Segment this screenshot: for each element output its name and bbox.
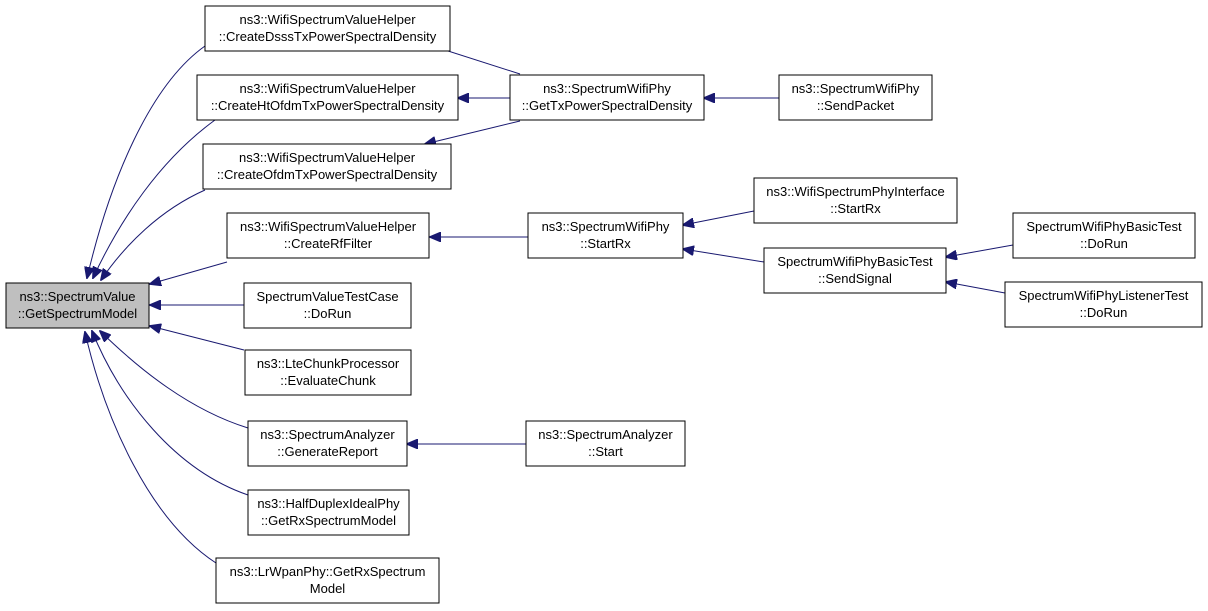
node-hdip-getrx-line1: ns3::HalfDuplexIdealPhy — [257, 496, 400, 511]
node-listener-dorun-line2: ::DoRun — [1080, 305, 1128, 320]
node-create-dsss[interactable]: ns3::WifiSpectrumValueHelper ::CreateDss… — [204, 5, 451, 52]
node-sa-generate[interactable]: ns3::SpectrumAnalyzer ::GenerateReport — [247, 420, 408, 467]
node-basic-dorun[interactable]: SpectrumWifiPhyBasicTest ::DoRun — [1012, 212, 1196, 259]
node-svtc-dorun[interactable]: SpectrumValueTestCase ::DoRun — [243, 282, 412, 329]
node-create-htofdm-line1: ns3::WifiSpectrumValueHelper — [239, 81, 416, 96]
node-lte-evaluate-line2: ::EvaluateChunk — [280, 373, 376, 388]
node-listener-dorun[interactable]: SpectrumWifiPhyListenerTest ::DoRun — [1004, 281, 1203, 328]
node-swp-gettxpsd-line1: ns3::SpectrumWifiPhy — [543, 81, 671, 96]
node-swp-sendpacket-line1: ns3::SpectrumWifiPhy — [792, 81, 920, 96]
node-create-htofdm-line2: ::CreateHtOfdmTxPowerSpectralDensity — [211, 98, 445, 113]
node-create-ofdm[interactable]: ns3::WifiSpectrumValueHelper ::CreateOfd… — [202, 143, 452, 190]
node-sa-start-line2: ::Start — [588, 444, 623, 459]
node-swp-sendpacket[interactable]: ns3::SpectrumWifiPhy ::SendPacket — [778, 74, 933, 121]
node-root[interactable]: ns3::SpectrumValue ::GetSpectrumModel — [5, 282, 150, 329]
node-sa-generate-line2: ::GenerateReport — [277, 444, 378, 459]
edge-ofdm-to-root — [101, 189, 206, 280]
edge-rffilter-to-root — [150, 261, 228, 284]
node-basic-sendsignal-line2: ::SendSignal — [818, 271, 892, 286]
edges — [85, 42, 1014, 564]
node-create-rffilter[interactable]: ns3::WifiSpectrumValueHelper ::CreateRfF… — [226, 212, 430, 259]
node-lrwpan-getrx-line2: Model — [310, 581, 346, 596]
edge-dsss-to-root — [87, 45, 206, 278]
node-create-rffilter-line2: ::CreateRfFilter — [284, 236, 373, 251]
node-sa-start-line1: ns3::SpectrumAnalyzer — [538, 427, 673, 442]
node-create-ofdm-line2: ::CreateOfdmTxPowerSpectralDensity — [217, 167, 438, 182]
node-svtc-dorun-line2: ::DoRun — [304, 306, 352, 321]
node-listener-dorun-line1: SpectrumWifiPhyListenerTest — [1019, 288, 1189, 303]
node-create-ofdm-line1: ns3::WifiSpectrumValueHelper — [239, 150, 416, 165]
node-basic-dorun-line1: SpectrumWifiPhyBasicTest — [1026, 219, 1182, 234]
node-basic-dorun-line2: ::DoRun — [1080, 236, 1128, 251]
node-sa-generate-line1: ns3::SpectrumAnalyzer — [260, 427, 395, 442]
node-sa-start[interactable]: ns3::SpectrumAnalyzer ::Start — [525, 420, 686, 467]
node-swp-gettxpsd[interactable]: ns3::SpectrumWifiPhy ::GetTxPowerSpectra… — [509, 74, 705, 121]
node-lrwpan-getrx-line1: ns3::LrWpanPhy::GetRxSpectrum — [230, 564, 426, 579]
edge-htofdm-to-root — [93, 119, 216, 278]
node-swp-startrx-line2: ::StartRx — [580, 236, 631, 251]
node-create-htofdm[interactable]: ns3::WifiSpectrumValueHelper ::CreateHtO… — [196, 74, 459, 121]
node-basic-sendsignal-line1: SpectrumWifiPhyBasicTest — [777, 254, 933, 269]
edge-basicsend-to-startrx — [683, 249, 765, 263]
node-hdip-getrx-line2: ::GetRxSpectrumModel — [261, 513, 396, 528]
edge-sagen-to-root — [100, 331, 249, 429]
node-create-dsss-line2: ::CreateDsssTxPowerSpectralDensity — [219, 29, 437, 44]
node-lrwpan-getrx[interactable]: ns3::LrWpanPhy::GetRxSpectrum Model — [215, 557, 440, 604]
edge-hdip-to-root — [92, 331, 249, 496]
node-create-dsss-line1: ns3::WifiSpectrumValueHelper — [239, 12, 416, 27]
node-wspi-startrx[interactable]: ns3::WifiSpectrumPhyInterface ::StartRx — [753, 177, 958, 224]
node-svtc-dorun-line1: SpectrumValueTestCase — [256, 289, 398, 304]
edge-txpsd-to-ofdm — [425, 120, 521, 144]
node-swp-sendpacket-line2: ::SendPacket — [817, 98, 895, 113]
node-lte-evaluate[interactable]: ns3::LteChunkProcessor ::EvaluateChunk — [244, 349, 412, 396]
node-wspi-startrx-line1: ns3::WifiSpectrumPhyInterface — [766, 184, 944, 199]
node-basic-sendsignal[interactable]: SpectrumWifiPhyBasicTest ::SendSignal — [763, 247, 947, 294]
edge-listener-to-basicsend — [946, 282, 1006, 294]
node-hdip-getrx[interactable]: ns3::HalfDuplexIdealPhy ::GetRxSpectrumM… — [247, 489, 410, 536]
node-wspi-startrx-line2: ::StartRx — [830, 201, 881, 216]
node-lte-evaluate-line1: ns3::LteChunkProcessor — [257, 356, 400, 371]
node-root-line1: ns3::SpectrumValue — [19, 289, 135, 304]
edge-wspi-to-startrx — [683, 210, 755, 225]
node-swp-startrx-line1: ns3::SpectrumWifiPhy — [542, 219, 670, 234]
node-root-line2: ::GetSpectrumModel — [18, 306, 137, 321]
edge-lrwpan-to-root — [85, 332, 217, 564]
node-create-rffilter-line1: ns3::WifiSpectrumValueHelper — [240, 219, 417, 234]
node-swp-gettxpsd-line2: ::GetTxPowerSpectralDensity — [522, 98, 693, 113]
node-swp-startrx[interactable]: ns3::SpectrumWifiPhy ::StartRx — [527, 212, 684, 259]
edge-lte-to-root — [150, 326, 245, 351]
edge-basicdorun-to-basicsend — [946, 244, 1014, 257]
